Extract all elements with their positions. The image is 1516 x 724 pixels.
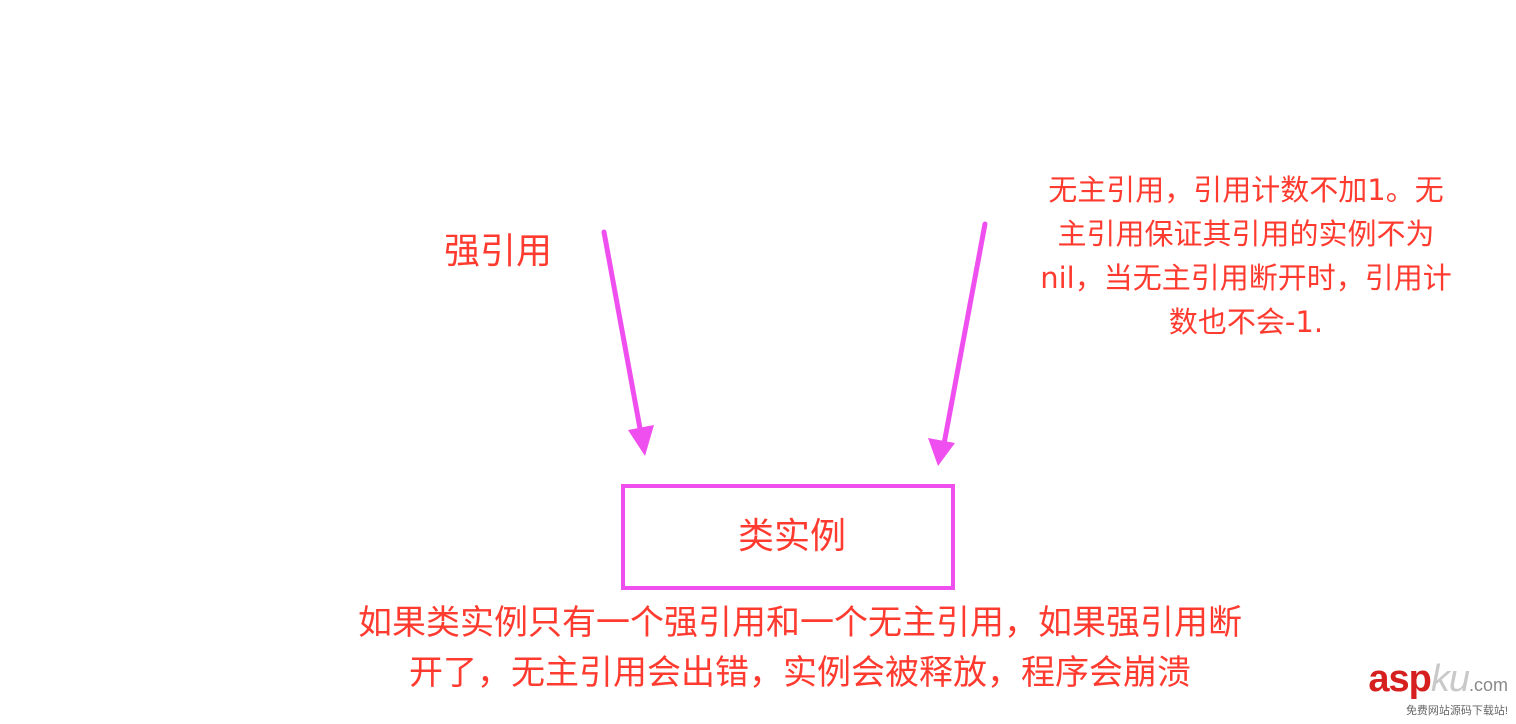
watermark-com: .com	[1468, 675, 1508, 695]
strong-reference-label: 强引用	[444, 231, 553, 272]
watermark-wordmark: aspku.com	[1368, 660, 1508, 704]
explanation-note: 如果类实例只有一个强引用和一个无主引用，如果强引用断 开了，无主引用会出错，实例…	[300, 598, 1300, 698]
class-instance-box: 类实例	[621, 484, 955, 590]
strong-reference-arrow-shaft	[601, 229, 644, 437]
unowned-note-line: 主引用保证其引用的实例不为	[1057, 217, 1435, 251]
site-watermark-logo: aspku.com 免费网站源码下载站!	[1368, 660, 1508, 718]
watermark-asp: asp	[1368, 658, 1431, 700]
watermark-ku: ku	[1430, 658, 1470, 700]
unowned-note-line: 数也不会-1.	[1168, 305, 1324, 339]
unowned-reference-note: 无主引用，引用计数不加1。无 主引用保证其引用的实例不为 nil，当无主引用断开…	[1010, 168, 1482, 344]
unowned-note-line: 无主引用，引用计数不加1。无	[1048, 173, 1444, 207]
explanation-line: 如果类实例只有一个强引用和一个无主引用，如果强引用断	[358, 603, 1242, 643]
explanation-line: 开了，无主引用会出错，实例会被释放，程序会崩溃	[409, 653, 1191, 693]
class-instance-label: 类实例	[737, 516, 846, 557]
watermark-subtitle: 免费网站源码下载站!	[1405, 705, 1508, 717]
unowned-reference-arrow-head	[928, 438, 955, 466]
unowned-reference-arrow-shaft	[941, 221, 988, 447]
strong-reference-arrow-head	[628, 425, 654, 456]
unowned-note-line: nil，当无主引用断开时，引用计	[1040, 261, 1452, 295]
